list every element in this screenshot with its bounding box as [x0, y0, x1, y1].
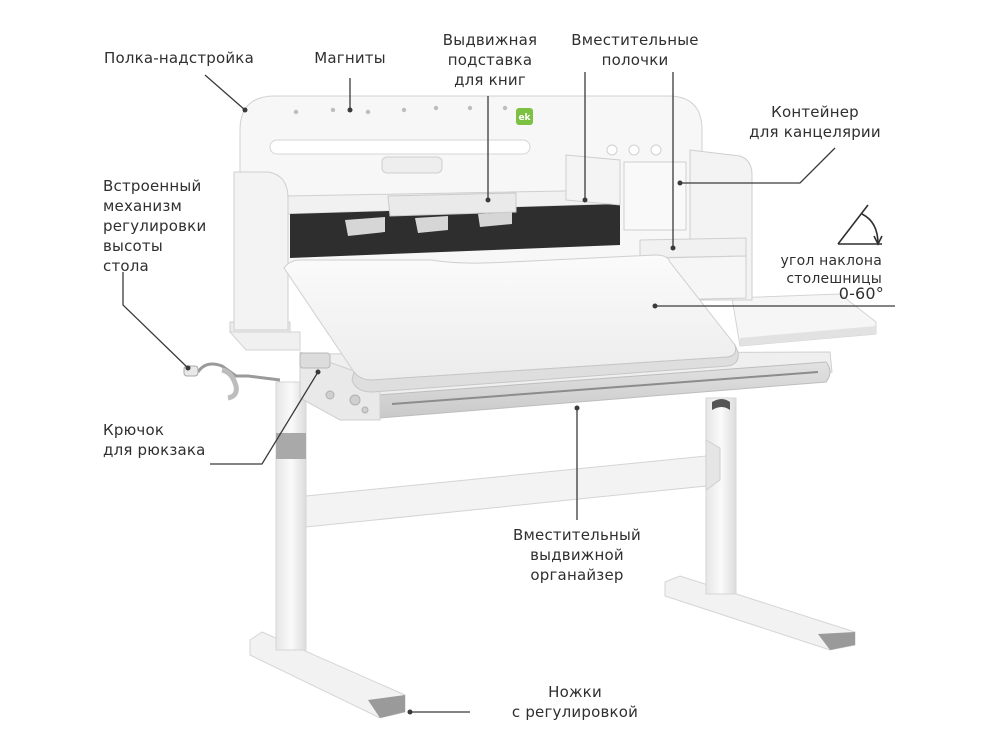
- tilt-angle-icon: [837, 204, 883, 246]
- right-column-slot: [712, 399, 730, 410]
- cutout: [606, 144, 618, 156]
- label-magnets: Магниты: [314, 49, 386, 67]
- label-tilt-range: 0-60°: [838, 284, 884, 303]
- label-stationery-container: Контейнер для канцелярии: [749, 103, 881, 141]
- leader-shelf: [204, 74, 246, 111]
- shelf-gap: [290, 204, 620, 258]
- back-slot: [269, 139, 531, 155]
- label-shelf-superstructure: Полка-надстройка: [104, 49, 254, 67]
- back-handle: [381, 156, 443, 174]
- left-foot-cap: [368, 695, 405, 718]
- leader-lines: [122, 72, 895, 713]
- stationery-container: [623, 161, 687, 231]
- leader-hook: [210, 371, 319, 465]
- right-foot-cap: [818, 632, 855, 650]
- label-backpack-hook: Крючок для рюкзака: [103, 421, 206, 459]
- label-organizer: Вместительный выдвижной органайзер: [513, 526, 641, 584]
- left-column: [275, 381, 307, 651]
- label-roomy-shelves: Вместительные полочки: [571, 31, 699, 69]
- leader-container: [680, 147, 836, 184]
- leader-crank: [122, 272, 189, 369]
- shelf-superstructure: ek: [233, 95, 753, 331]
- tilting-tabletop: [283, 254, 739, 393]
- upper-shelf-unit: [565, 154, 621, 206]
- label-legs: Ножки с регулировкой: [511, 683, 639, 721]
- right-column: [705, 397, 737, 595]
- book-stand: [387, 192, 517, 217]
- crossbar-joint: [705, 439, 721, 491]
- label-book-stand: Выдвижная подставка для книг: [442, 31, 538, 89]
- left-side-panel: [233, 171, 289, 331]
- tabletop-edge: [351, 344, 739, 393]
- magnet-dots: [293, 105, 508, 115]
- drawer-handle-line: [391, 371, 819, 405]
- leader-dots: [185, 107, 683, 715]
- desk-legs: [249, 381, 856, 719]
- crossbar: [305, 455, 707, 528]
- fixed-desktop: [228, 293, 877, 351]
- hook-part: [299, 352, 331, 369]
- height-crank: [183, 362, 281, 401]
- brand-logo: ek: [516, 108, 533, 125]
- left-column-collar: [276, 433, 306, 459]
- label-tilt-angle: угол наклона столешницы: [780, 253, 882, 287]
- cutout: [628, 144, 640, 156]
- cutout: [650, 144, 662, 156]
- svg-text:ek: ek: [518, 113, 531, 123]
- label-height-mechanism: Встроенный механизм регулировки высоты с…: [103, 177, 207, 275]
